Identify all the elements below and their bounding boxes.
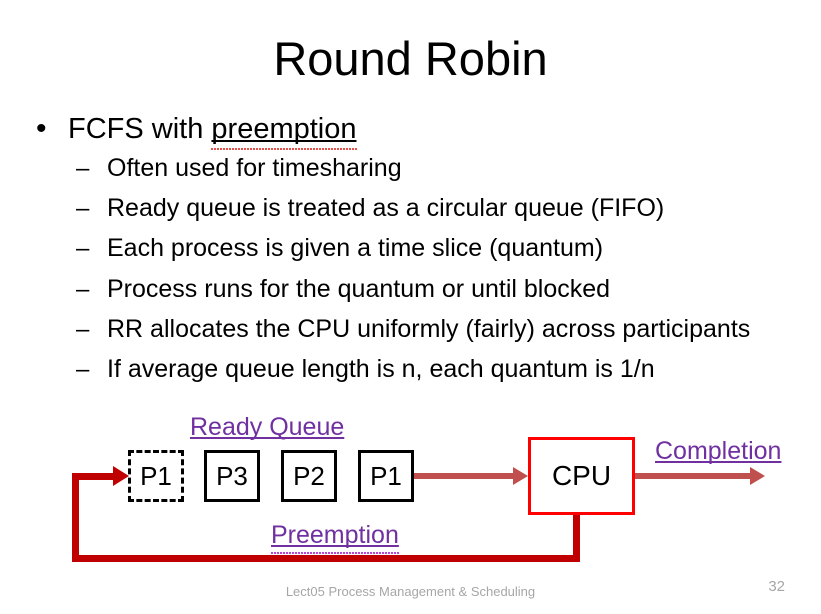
bullet-level2-item-3: – Each process is given a time slice (qu… bbox=[0, 234, 821, 274]
bullet-level2-item-1: – Often used for timesharing bbox=[0, 154, 821, 194]
round-robin-diagram: Ready Queue Completion Preemption P1 P3 … bbox=[0, 400, 821, 580]
cpu-box[interactable]: CPU bbox=[528, 437, 635, 515]
bullet-list: • FCFS with preemption – Often used for … bbox=[0, 112, 821, 395]
page-number: 32 bbox=[768, 578, 785, 595]
bullet-level1: • FCFS with preemption bbox=[0, 112, 821, 154]
bullet-level2-item-6: – If average queue length is n, each qua… bbox=[0, 355, 821, 395]
preemption-loop-arrow-head-icon bbox=[113, 466, 129, 486]
queue-to-cpu-arrow-head-icon bbox=[513, 467, 528, 485]
bullet-level2-text: RR allocates the CPU uniformly (fairly) … bbox=[107, 314, 751, 343]
preemption-loop-segment-left bbox=[72, 473, 79, 562]
bullet-level2-text: Each process is given a time slice (quan… bbox=[107, 234, 604, 263]
bullet-level2-text: Process runs for the quantum or until bl… bbox=[107, 274, 611, 303]
preemption-label: Preemption bbox=[271, 521, 399, 555]
queue-to-cpu-arrow-line bbox=[414, 473, 514, 479]
bullet-marker-icon: • bbox=[36, 112, 47, 145]
bullet-level1-text-prefix: FCFS with bbox=[68, 113, 212, 145]
dash-marker-icon: – bbox=[76, 195, 90, 223]
bullet-level1-emphasis: preemption bbox=[211, 113, 357, 152]
preemption-loop-segment-top bbox=[72, 473, 117, 480]
bullet-level2-item-4: – Process runs for the quantum or until … bbox=[0, 275, 821, 315]
ready-queue-label: Ready Queue bbox=[190, 413, 345, 441]
cpu-to-completion-arrow-head-icon bbox=[750, 467, 765, 485]
dash-marker-icon: – bbox=[76, 275, 90, 303]
queue-box-3[interactable]: P1 bbox=[358, 450, 414, 502]
dash-marker-icon: – bbox=[76, 315, 90, 343]
preemption-loop-segment-down bbox=[573, 515, 580, 561]
bullet-level2-item-2: – Ready queue is treated as a circular q… bbox=[0, 194, 821, 234]
bullet-level1-text: FCFS with preemption bbox=[68, 112, 357, 152]
dash-marker-icon: – bbox=[76, 355, 90, 383]
completion-label: Completion bbox=[655, 437, 782, 465]
preemption-loop-segment-bottom bbox=[72, 555, 580, 562]
dash-marker-icon: – bbox=[76, 235, 90, 263]
queue-box-1[interactable]: P3 bbox=[204, 450, 260, 502]
queue-box-2[interactable]: P2 bbox=[281, 450, 337, 502]
bullet-level2-item-5: – RR allocates the CPU uniformly (fairly… bbox=[0, 315, 821, 355]
dash-marker-icon: – bbox=[76, 155, 90, 182]
bullet-level2-text: Often used for timesharing bbox=[107, 154, 402, 182]
cpu-to-completion-arrow-line bbox=[635, 473, 751, 479]
bullet-level2-text: Ready queue is treated as a circular que… bbox=[107, 194, 665, 223]
bullet-level2-text: If average queue length is n, each quant… bbox=[107, 354, 655, 383]
queue-box-0[interactable]: P1 bbox=[128, 450, 184, 502]
footer-label: Lect05 Process Management & Scheduling bbox=[285, 584, 536, 599]
page-title: Round Robin bbox=[273, 32, 548, 85]
